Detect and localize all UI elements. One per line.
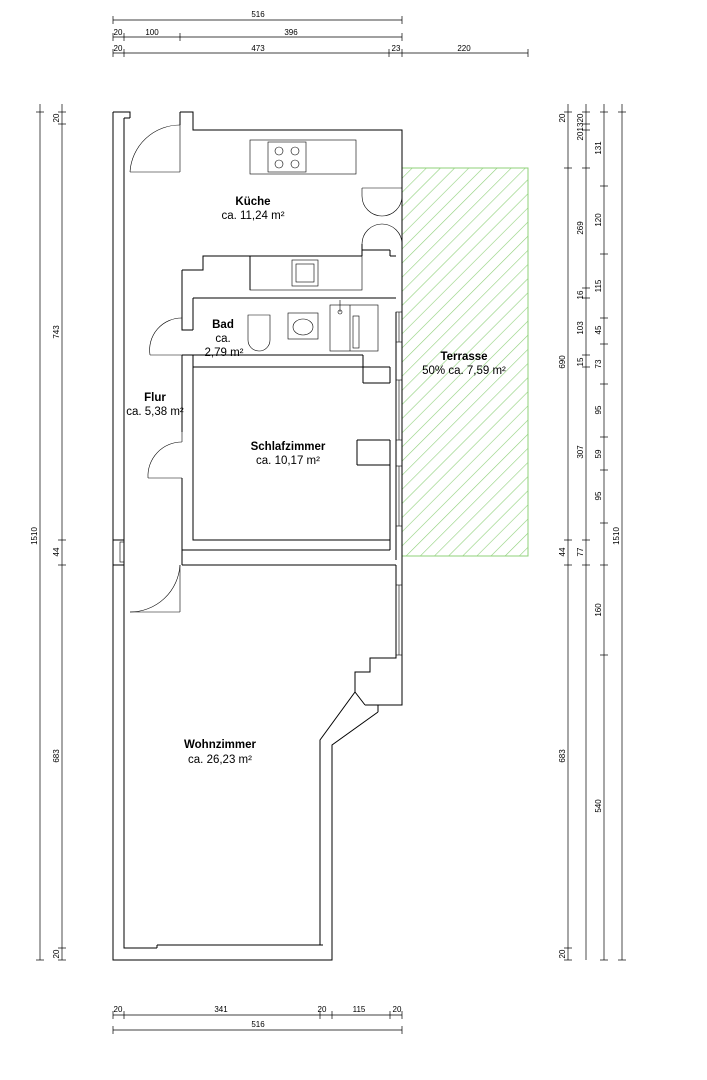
dim-r1-b: 690 (558, 355, 567, 369)
dim-top-total: 516 (251, 10, 265, 19)
dim-bot-r1-d: 115 (353, 1005, 366, 1014)
dim-r3-c: 115 (594, 279, 603, 292)
dim-right-total: 1510 (612, 527, 621, 545)
kitchen-counter-bottom (249, 255, 363, 291)
inner-walls (113, 244, 396, 566)
dim-r2-f: 103 (576, 321, 585, 335)
dim-left-c: 44 (52, 547, 61, 556)
dim-top-r3-b: 473 (251, 44, 265, 53)
dim-r3-e: 73 (594, 359, 603, 368)
room-name-bad: Bad (212, 319, 234, 331)
room-name-flur: Flur (144, 392, 166, 404)
room-area-kueche: ca. 11,24 m² (221, 210, 284, 222)
dim-r2-h: 307 (576, 445, 585, 459)
dim-r1-a: 20 (558, 113, 567, 122)
dim-r3-f: 95 (594, 405, 603, 414)
dim-r2-e: 16 (576, 290, 585, 299)
dimension-ticks (36, 16, 626, 1034)
dim-top-r2-a: 20 (114, 28, 123, 37)
dim-r2-g: 15 (576, 357, 585, 366)
dim-left-a: 20 (52, 113, 61, 122)
dim-r3-b: 120 (594, 213, 603, 227)
room-area-wohnzimmer: ca. 26,23 m² (188, 754, 252, 766)
dim-left-e: 20 (52, 949, 61, 958)
dim-r3-g: 59 (594, 449, 603, 458)
terrace-area (401, 167, 529, 557)
dim-r3-d: 45 (594, 325, 603, 334)
room-area-terrasse: 50% ca. 7,59 m² (422, 365, 506, 377)
dim-top-r3-a: 20 (114, 44, 123, 53)
windows (119, 311, 403, 656)
dim-top-r3-d: 220 (457, 44, 471, 53)
dim-top-r2-b: 100 (145, 28, 159, 37)
kitchen-counter-top (249, 139, 357, 175)
doors (129, 124, 403, 613)
dim-r2-d: 269 (576, 221, 585, 235)
dim-r2-c: 20 (576, 131, 585, 140)
dim-r3-a: 131 (594, 141, 603, 155)
room-area-bad-line2: 2,79 m² (205, 347, 244, 359)
dim-r2-i: 77 (576, 547, 585, 556)
dim-left-b: 743 (52, 325, 61, 339)
room-area-flur: ca. 5,38 m² (126, 406, 184, 418)
room-area-bad-line1: ca. (215, 333, 230, 345)
dim-r1-c: 44 (558, 547, 567, 556)
dim-r2-b: 13 (576, 122, 585, 131)
room-name-wohnzimmer: Wohnzimmer (184, 739, 257, 751)
dim-bot-total: 516 (251, 1020, 265, 1029)
dim-r3-h: 95 (594, 491, 603, 500)
room-name-terrasse: Terrasse (440, 351, 487, 363)
dim-left-d: 683 (52, 749, 61, 763)
outer-walls (112, 111, 403, 961)
room-name-kueche: Küche (235, 196, 270, 208)
dim-r1-e: 20 (558, 949, 567, 958)
bathroom-fixtures (247, 300, 379, 352)
dim-top-r2-c: 396 (284, 28, 298, 37)
dim-top-r3-c: 23 (392, 44, 401, 53)
dimension-lines (39, 19, 623, 1031)
room-name-schlafzimmer: Schlafzimmer (251, 441, 326, 453)
dim-bot-r1-a: 20 (114, 1005, 123, 1014)
dim-bot-r1-b: 341 (214, 1005, 228, 1014)
dim-bot-r1-e: 20 (393, 1005, 402, 1014)
dim-r3-j: 540 (594, 799, 603, 813)
dim-r1-d: 683 (558, 749, 567, 763)
dim-left-total: 1510 (30, 527, 39, 545)
dim-r2-a: 20 (576, 113, 585, 122)
dim-r3-i: 160 (594, 603, 603, 617)
dim-bot-r1-c: 20 (318, 1005, 327, 1014)
room-area-schlafzimmer: ca. 10,17 m² (256, 455, 320, 467)
